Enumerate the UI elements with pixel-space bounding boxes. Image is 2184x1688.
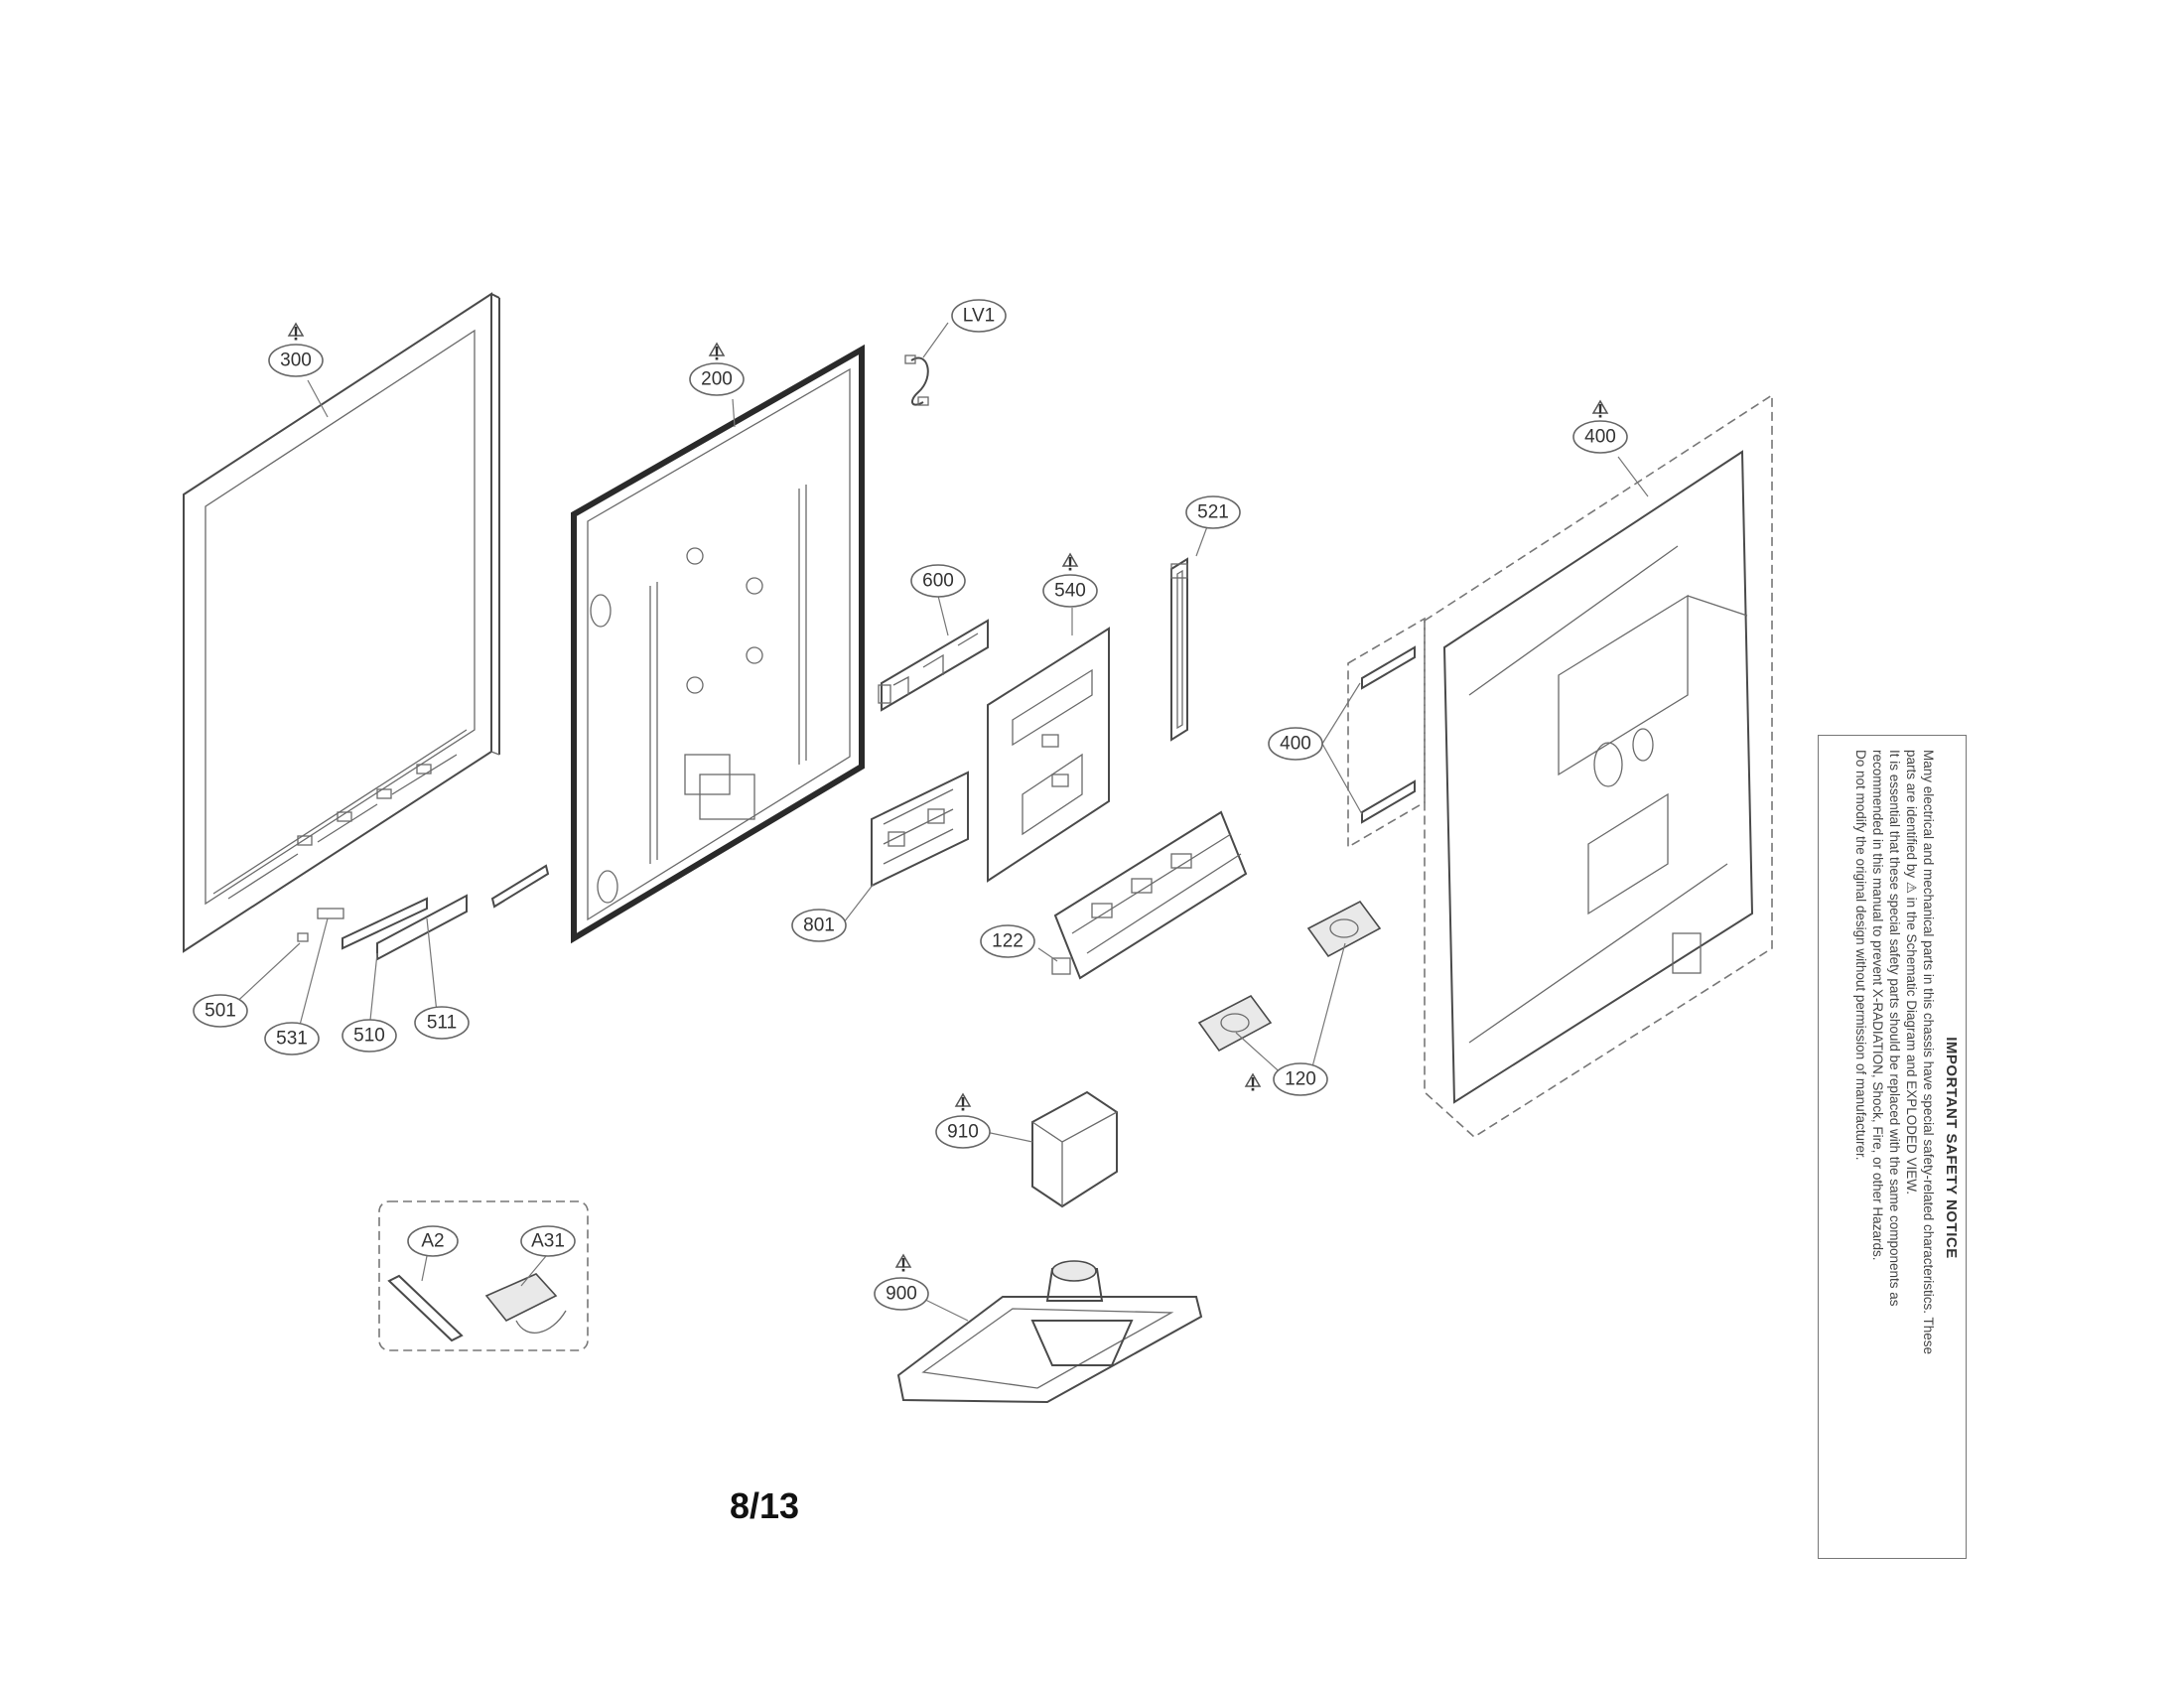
svg-text:A2: A2 <box>421 1231 444 1252</box>
safety-notice-box: IMPORTANT SAFETY NOTICE Many electrical … <box>1818 735 1967 1559</box>
safety-notice-line: parts are identified by ⚠ in the Schemat… <box>1904 750 1919 1196</box>
safety-notice-line: Many electrical and mechanical parts in … <box>1921 750 1936 1355</box>
callout-200: ! 200 <box>689 342 745 396</box>
callout-400-small-parts: 400 <box>1268 727 1323 761</box>
callout-LV1: LV1 <box>951 299 1007 333</box>
part-521-bracket <box>1170 557 1188 742</box>
safety-notice-line: It is essential that these special safet… <box>1887 750 1902 1307</box>
svg-text:120: 120 <box>1285 1069 1316 1090</box>
accessory-box <box>378 1200 589 1351</box>
part-122-bracket <box>1051 810 1248 980</box>
part-910-bracket <box>1031 1090 1118 1208</box>
svg-text:LV1: LV1 <box>963 306 995 327</box>
svg-text:200: 200 <box>701 369 733 390</box>
svg-text:531: 531 <box>276 1029 308 1050</box>
callout-400-back-cover: ! 400 <box>1572 399 1628 454</box>
safety-notice-body: Many electrical and mechanical parts in … <box>1852 736 1937 1560</box>
page-number: 8/13 <box>730 1485 800 1526</box>
callout-A31: A31 <box>520 1225 576 1257</box>
callout-540: ! 540 <box>1042 552 1098 608</box>
safety-notice-line: Do not modify the original design withou… <box>1853 750 1868 1161</box>
svg-text:510: 510 <box>353 1026 385 1047</box>
callout-300: ! 300 <box>268 322 324 377</box>
part-801-board <box>871 771 969 888</box>
svg-text:900: 900 <box>886 1284 917 1305</box>
svg-text:511: 511 <box>427 1013 457 1034</box>
safety-notice-line: recommended in this manual to prevent X-… <box>1870 750 1885 1261</box>
callout-122: 122 <box>980 924 1035 958</box>
svg-text:122: 122 <box>992 931 1024 952</box>
svg-text:540: 540 <box>1054 581 1086 602</box>
callout-531: 531 <box>264 1022 320 1055</box>
svg-text:910: 910 <box>947 1122 979 1143</box>
svg-text:300: 300 <box>280 351 312 371</box>
callout-900: ! 900 <box>874 1253 929 1311</box>
svg-text:!: ! <box>714 345 720 365</box>
svg-text:!: ! <box>293 325 299 346</box>
part-540-main-board <box>987 627 1110 883</box>
safety-notice-title: IMPORTANT SAFETY NOTICE <box>1943 1037 1960 1259</box>
callout-801: 801 <box>791 909 847 942</box>
part-600-board <box>878 619 989 712</box>
part-400-back-cover <box>1424 393 1773 1139</box>
svg-text:!: ! <box>1597 402 1603 423</box>
svg-text:A31: A31 <box>531 1231 565 1252</box>
svg-text:501: 501 <box>205 1001 236 1022</box>
svg-text:!: ! <box>1067 555 1073 576</box>
part-120-speakers <box>1197 900 1382 1053</box>
svg-text:!: ! <box>960 1095 966 1116</box>
callout-511: 511 <box>414 1006 470 1040</box>
callout-510: 510 <box>341 1019 397 1053</box>
svg-text:801: 801 <box>803 915 835 936</box>
part-900-stand <box>896 1260 1203 1404</box>
callout-600: 600 <box>910 564 966 598</box>
part-LV1-cable <box>904 354 929 406</box>
svg-text:400: 400 <box>1280 734 1311 755</box>
svg-text:521: 521 <box>1197 502 1229 523</box>
svg-text:!: ! <box>900 1256 906 1277</box>
callout-521: 521 <box>1185 495 1241 529</box>
part-400-small-parts <box>1347 617 1426 849</box>
svg-text:400: 400 <box>1584 427 1616 448</box>
callout-120: ! 120 <box>1244 1062 1328 1096</box>
callout-910: ! 910 <box>935 1092 991 1149</box>
part-300-front-bezel <box>183 292 500 953</box>
svg-text:600: 600 <box>922 571 954 592</box>
part-501-531-510-511 <box>297 864 550 961</box>
callout-A2: A2 <box>407 1225 459 1257</box>
leader-lines <box>229 322 1649 1322</box>
svg-text:!: ! <box>1250 1075 1256 1096</box>
callout-501: 501 <box>193 994 248 1028</box>
part-200-rear-frame <box>571 344 865 944</box>
